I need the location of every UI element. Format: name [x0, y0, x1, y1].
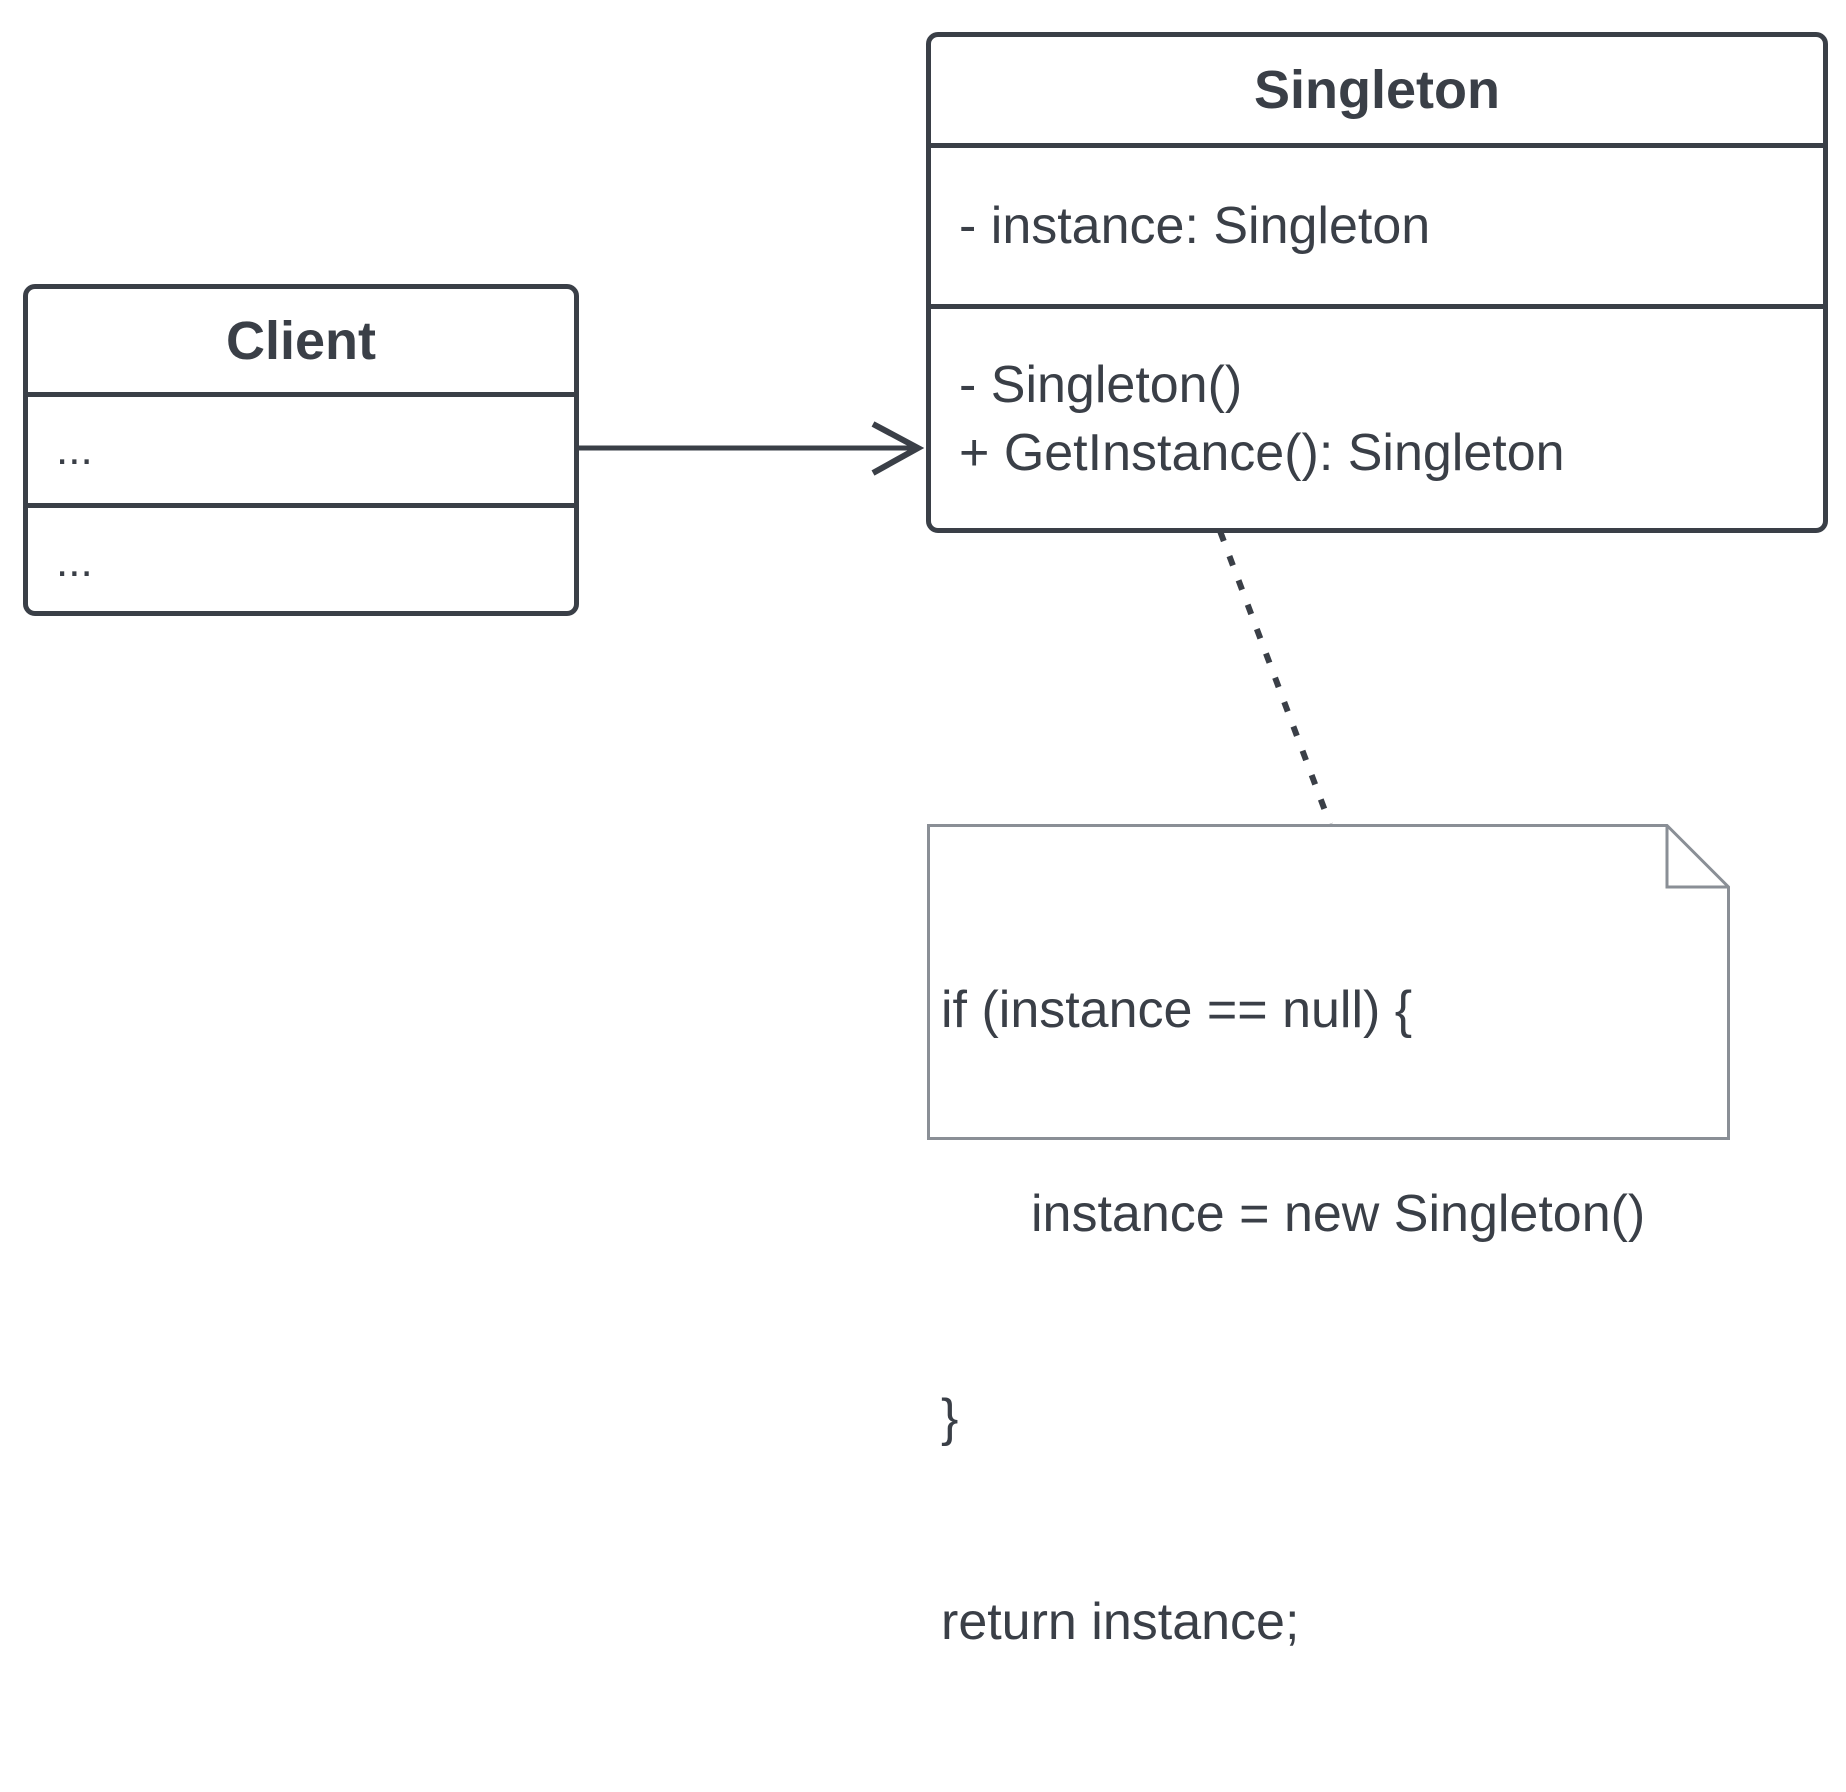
client-attributes-text: ...: [56, 425, 93, 474]
singleton-operations-compartment: - Singleton() + GetInstance(): Singleton: [931, 309, 1823, 528]
client-class-box[interactable]: Client ... ...: [23, 284, 579, 616]
singleton-operation-getinstance: + GetInstance(): Singleton: [959, 423, 1565, 482]
open-arrowhead-icon: [871, 421, 925, 476]
note-line-3: }: [941, 1389, 959, 1447]
note-shape: [927, 824, 1730, 1140]
note-anchor-line: [1199, 481, 1333, 826]
singleton-class-box[interactable]: Singleton - instance: Singleton - Single…: [926, 32, 1828, 533]
client-class-name: Client: [28, 289, 574, 397]
singleton-operation-constructor: - Singleton(): [959, 355, 1243, 414]
note-line-1: if (instance == null) {: [941, 981, 1413, 1039]
note-code-text: if (instance == null) { instance = new S…: [941, 840, 1645, 1792]
singleton-attribute-instance: - instance: Singleton: [959, 197, 1431, 255]
singleton-class-name: Singleton: [931, 37, 1823, 148]
client-attributes-compartment: ...: [28, 397, 574, 508]
note-line-2: instance = new Singleton(): [1031, 1185, 1646, 1243]
client-operations-text: ...: [56, 537, 93, 586]
association-arrow: [579, 421, 925, 476]
note-folded-corner-icon: [1665, 825, 1729, 889]
client-operations-compartment: ...: [28, 508, 574, 611]
uml-diagram-canvas: Client ... ... Singleton - instance: Sin…: [23, 32, 1828, 1651]
singleton-attributes-compartment: - instance: Singleton: [931, 148, 1823, 309]
note-line-4: return instance;: [941, 1593, 1300, 1651]
code-note[interactable]: if (instance == null) { instance = new S…: [927, 824, 1730, 1651]
